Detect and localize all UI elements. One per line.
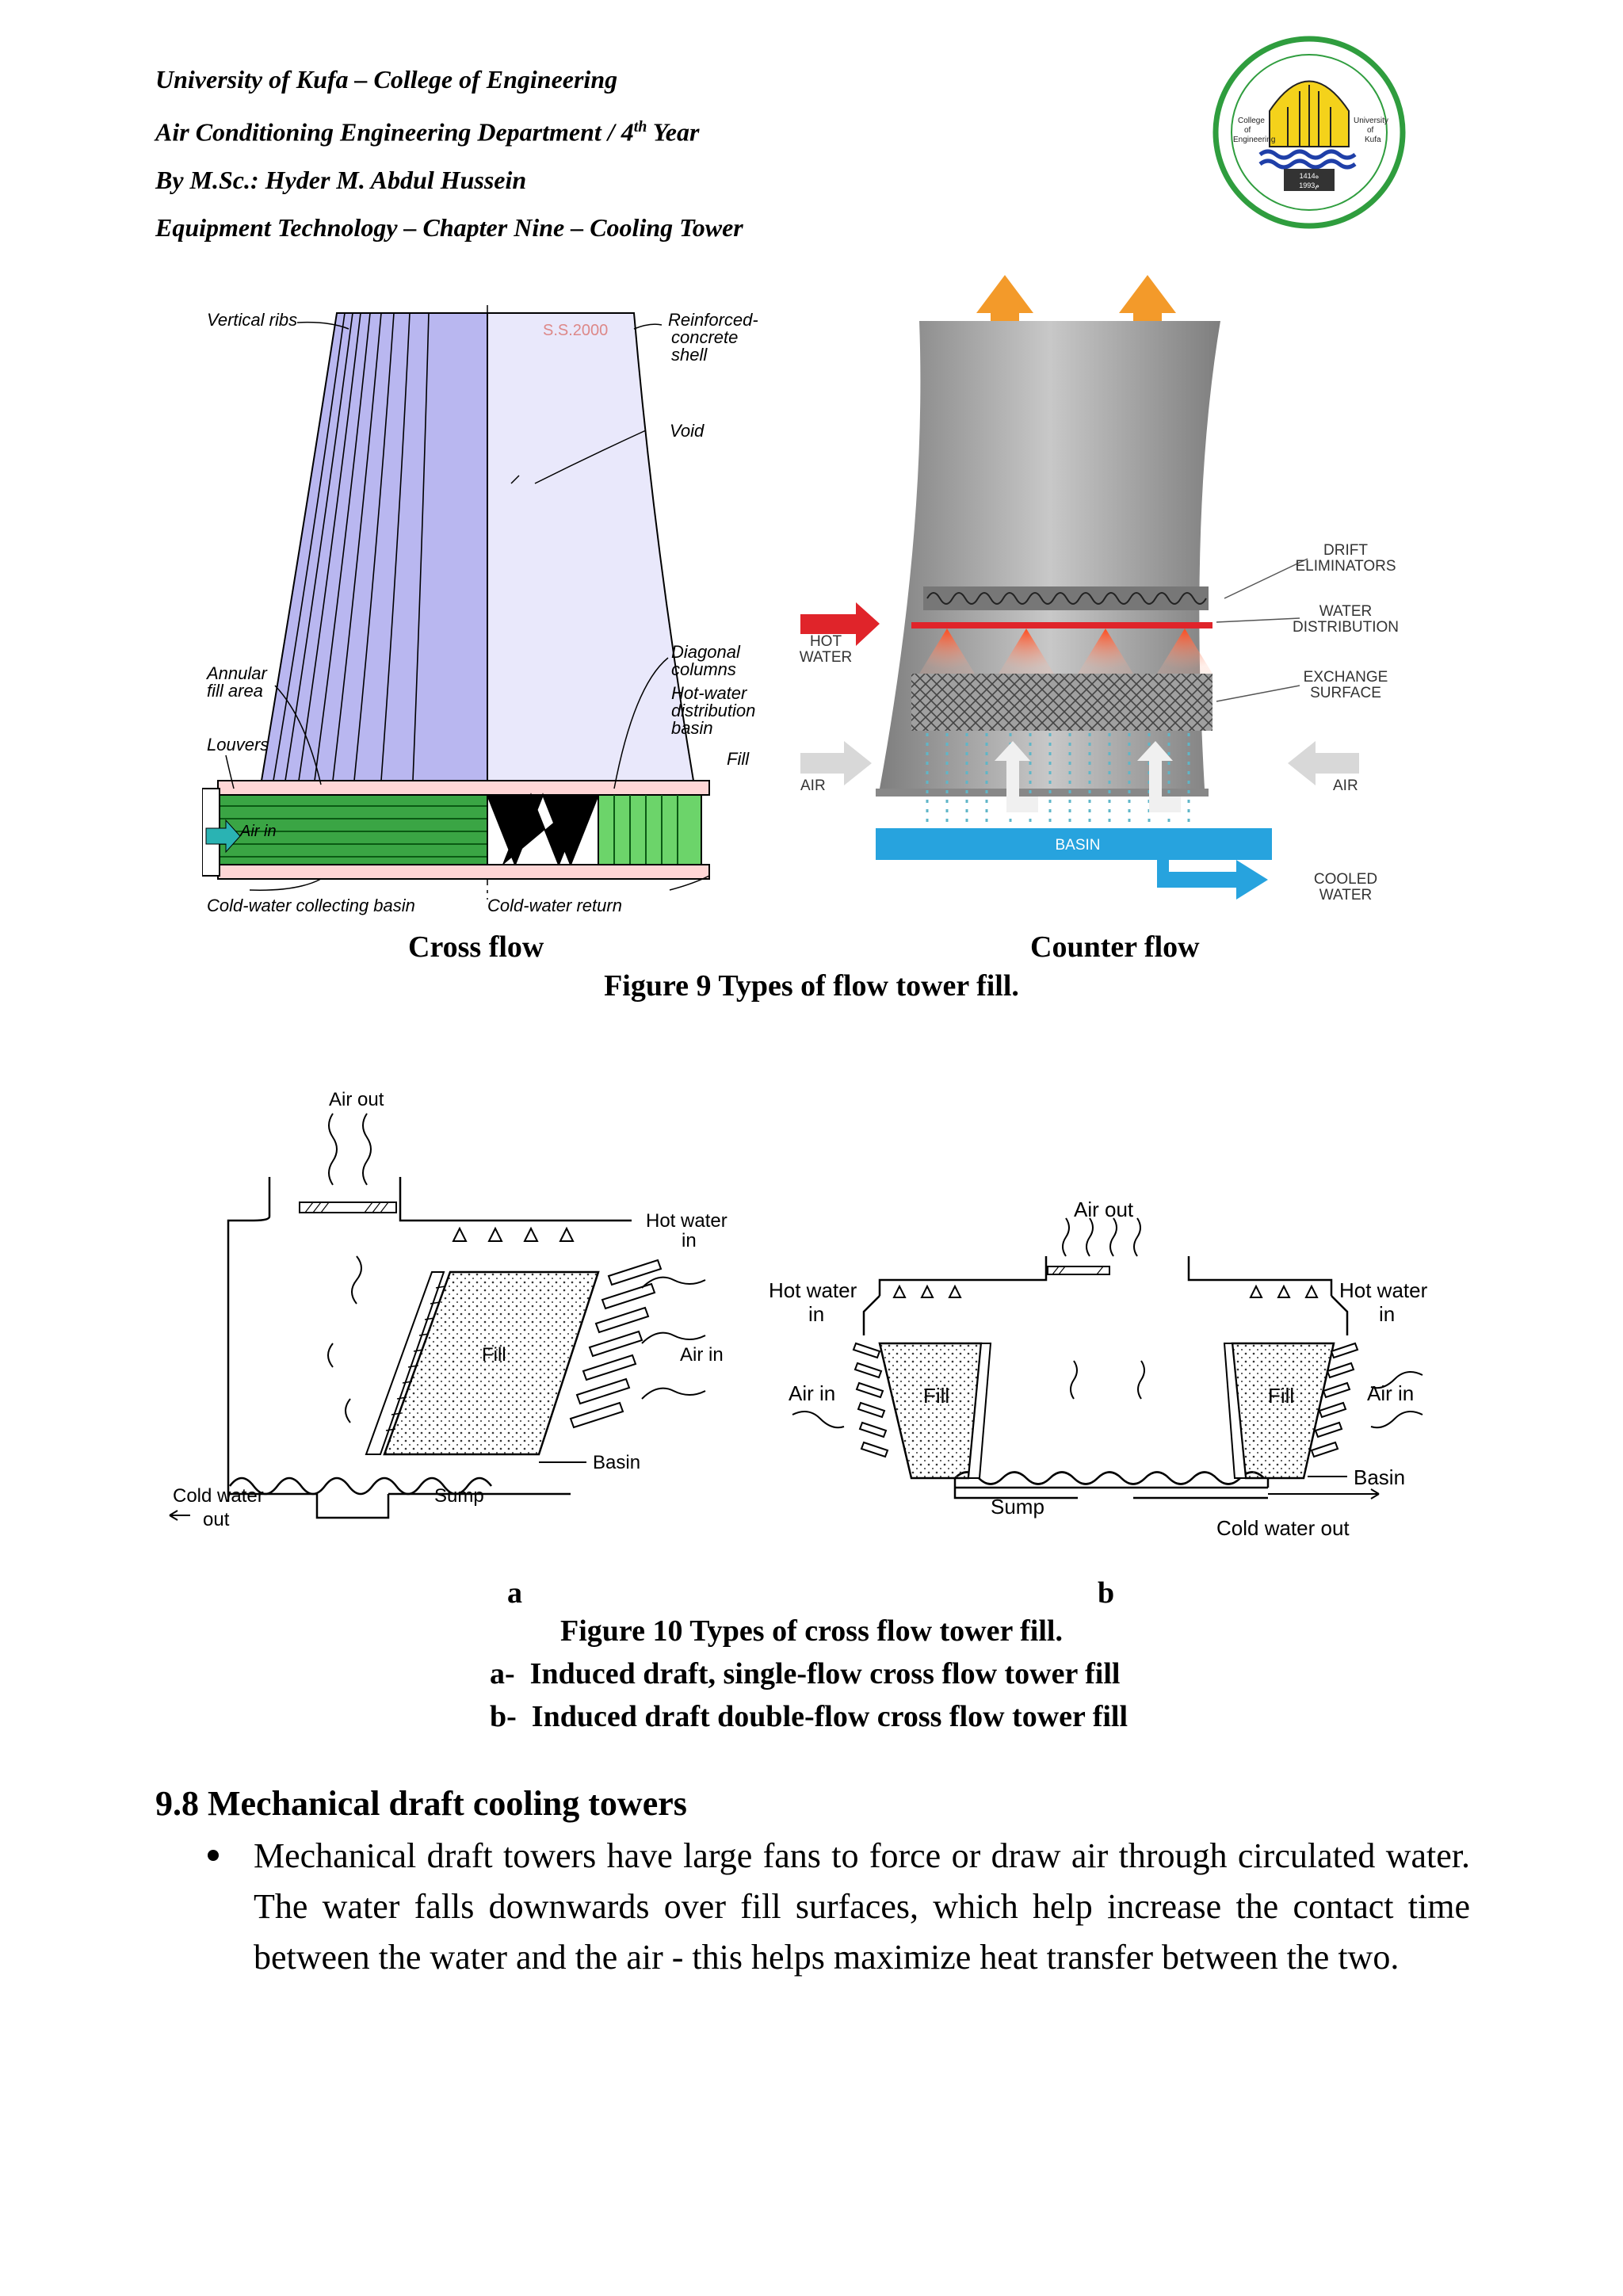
fig10a-cold-water: Cold water — [173, 1485, 264, 1507]
header-year-sup: th — [633, 118, 647, 136]
label-annular: Annular — [205, 663, 269, 683]
logo-right-text-3: Kufa — [1365, 136, 1381, 144]
section-heading: 9.8 Mechanical draft cooling towers — [155, 1784, 687, 1823]
label-air-left: AIR — [800, 777, 826, 794]
label-basin: BASIN — [1055, 837, 1100, 854]
label-cooled-1: COOLED — [1314, 871, 1377, 888]
label-air-right: AIR — [1333, 777, 1358, 794]
label-exchange-1: EXCHANGE — [1304, 669, 1388, 686]
label-drift-1: DRIFT — [1323, 542, 1368, 559]
header-chapter: Equipment Technology – Chapter Nine – Co… — [155, 212, 743, 242]
figure10-label-a: a — [507, 1576, 522, 1610]
fig10a-hot-water: Hot water — [646, 1210, 727, 1232]
label-hot-2: WATER — [800, 649, 853, 666]
label-void: Void — [670, 421, 705, 441]
figure10-item-a: a- Induced draft, single-flow cross flow… — [490, 1656, 1120, 1691]
fig10b-air-in-left: Air in — [789, 1381, 835, 1405]
crossflow-tower-diagram: S.S.2000 Vertical ribs Reinforced- concr… — [202, 305, 758, 915]
label-water-1: WATER — [1319, 603, 1373, 620]
fig10b-air-out: Air out — [1074, 1198, 1134, 1221]
fig10a-basin: Basin — [593, 1452, 640, 1473]
figure9-sub-counter: Counter flow — [1030, 930, 1200, 964]
fig10b-basin: Basin — [1354, 1465, 1405, 1489]
figure10-item-b-prefix: b- — [490, 1700, 517, 1733]
label-reinforced: Reinforced- — [668, 310, 758, 330]
document-header: University of Kufa – College of Engineer… — [155, 55, 743, 251]
figure10-item-b: b- Induced draft double-flow cross flow … — [490, 1699, 1128, 1734]
label-air-in: Air in — [239, 823, 277, 840]
figure10-item-a-text: Induced draft, single-flow cross flow to… — [529, 1657, 1121, 1690]
label-concrete: concrete — [671, 327, 738, 347]
fig10b-in-left: in — [808, 1302, 824, 1326]
header-author: By M.Sc.: Hyder M. Abdul Hussein — [155, 165, 527, 194]
fig10a-hot-in: in — [682, 1230, 697, 1251]
counterflow-tower-diagram: DRIFT ELIMINATORS WATER DISTRIBUTION EXC… — [800, 275, 1399, 904]
logo-right-text: University — [1354, 117, 1388, 125]
label-exchange-2: SURFACE — [1310, 685, 1381, 701]
figure10-item-a-prefix: a- — [490, 1657, 515, 1690]
fig10b-fill-left: Fill — [923, 1384, 949, 1408]
double-flow-crossflow-diagram: Air out Hot water in Hot water in Air in… — [769, 1198, 1428, 1540]
label-cooled-2: WATER — [1319, 887, 1373, 904]
figure9-caption: Figure 9 Types of flow tower fill. — [604, 969, 1019, 1003]
logo-left-text-3: Engineering — [1233, 136, 1275, 144]
fig10a-fill: Fill — [482, 1344, 506, 1366]
single-flow-crossflow-diagram: Air out Hot water in Fill Air in Basin S… — [169, 1089, 727, 1530]
label-columns: columns — [671, 659, 736, 679]
label-cold-return: Cold-water return — [487, 896, 622, 915]
figure10-item-b-text: Induced draft double-flow cross flow tow… — [531, 1700, 1128, 1733]
logo-right-text-2: of — [1367, 126, 1374, 135]
figure9-sub-cross: Cross flow — [408, 930, 544, 964]
bullet-dot — [208, 1850, 219, 1861]
label-vertical-ribs: Vertical ribs — [207, 310, 297, 330]
logo-year-hijri: ه1414 — [1300, 172, 1319, 180]
label-basin: basin — [671, 718, 713, 738]
header-year-text: Year — [647, 117, 700, 147]
label-diagonal: Diagonal — [671, 642, 741, 662]
fig10b-hot-water-right: Hot water — [1339, 1278, 1428, 1302]
label-drift-2: ELIMINATORS — [1295, 558, 1396, 575]
logo-left-text: College — [1238, 117, 1265, 125]
fig10a-air-in: Air in — [680, 1344, 724, 1366]
fig10b-hot-water-left: Hot water — [769, 1278, 857, 1302]
logo-year-gregorian: م1993 — [1299, 181, 1319, 189]
logo-left-text-2: of — [1244, 126, 1251, 135]
figure10-caption: Figure 10 Types of cross flow tower fill… — [560, 1614, 1063, 1648]
fig10a-air-out: Air out — [329, 1089, 384, 1110]
header-department: Air Conditioning Engineering Department … — [155, 103, 743, 156]
university-logo: ه1414 م1993 College of Engineering Unive… — [1212, 36, 1406, 229]
label-shell: shell — [671, 345, 708, 365]
crossflow-watermark: S.S.2000 — [543, 322, 608, 339]
fig10b-fill-right: Fill — [1268, 1384, 1294, 1408]
fig10b-air-in-right: Air in — [1367, 1381, 1414, 1405]
fig10b-in-right: in — [1379, 1302, 1395, 1326]
header-university: University of Kufa – College of Engineer… — [155, 65, 618, 94]
label-distribution: distribution — [671, 701, 755, 720]
figure10-label-b: b — [1098, 1576, 1115, 1610]
label-louvers: Louvers — [207, 735, 269, 755]
label-hot-1: HOT — [810, 633, 842, 650]
header-department-text: Air Conditioning Engineering Department … — [155, 117, 634, 147]
fig10a-cold-out: out — [203, 1509, 230, 1530]
label-fill-area: fill area — [207, 681, 263, 701]
fig10a-sump: Sump — [434, 1485, 484, 1507]
label-water-2: DISTRIBUTION — [1293, 619, 1399, 636]
label-fill: Fill — [727, 749, 750, 769]
fig10b-sump: Sump — [991, 1495, 1044, 1519]
label-hot-water: Hot-water — [671, 683, 748, 703]
section-bullet-text: Mechanical draft towers have large fans … — [254, 1836, 1470, 1977]
fig10b-cold-water-out: Cold water out — [1216, 1516, 1350, 1540]
label-cold-basin: Cold-water collecting basin — [207, 896, 415, 915]
